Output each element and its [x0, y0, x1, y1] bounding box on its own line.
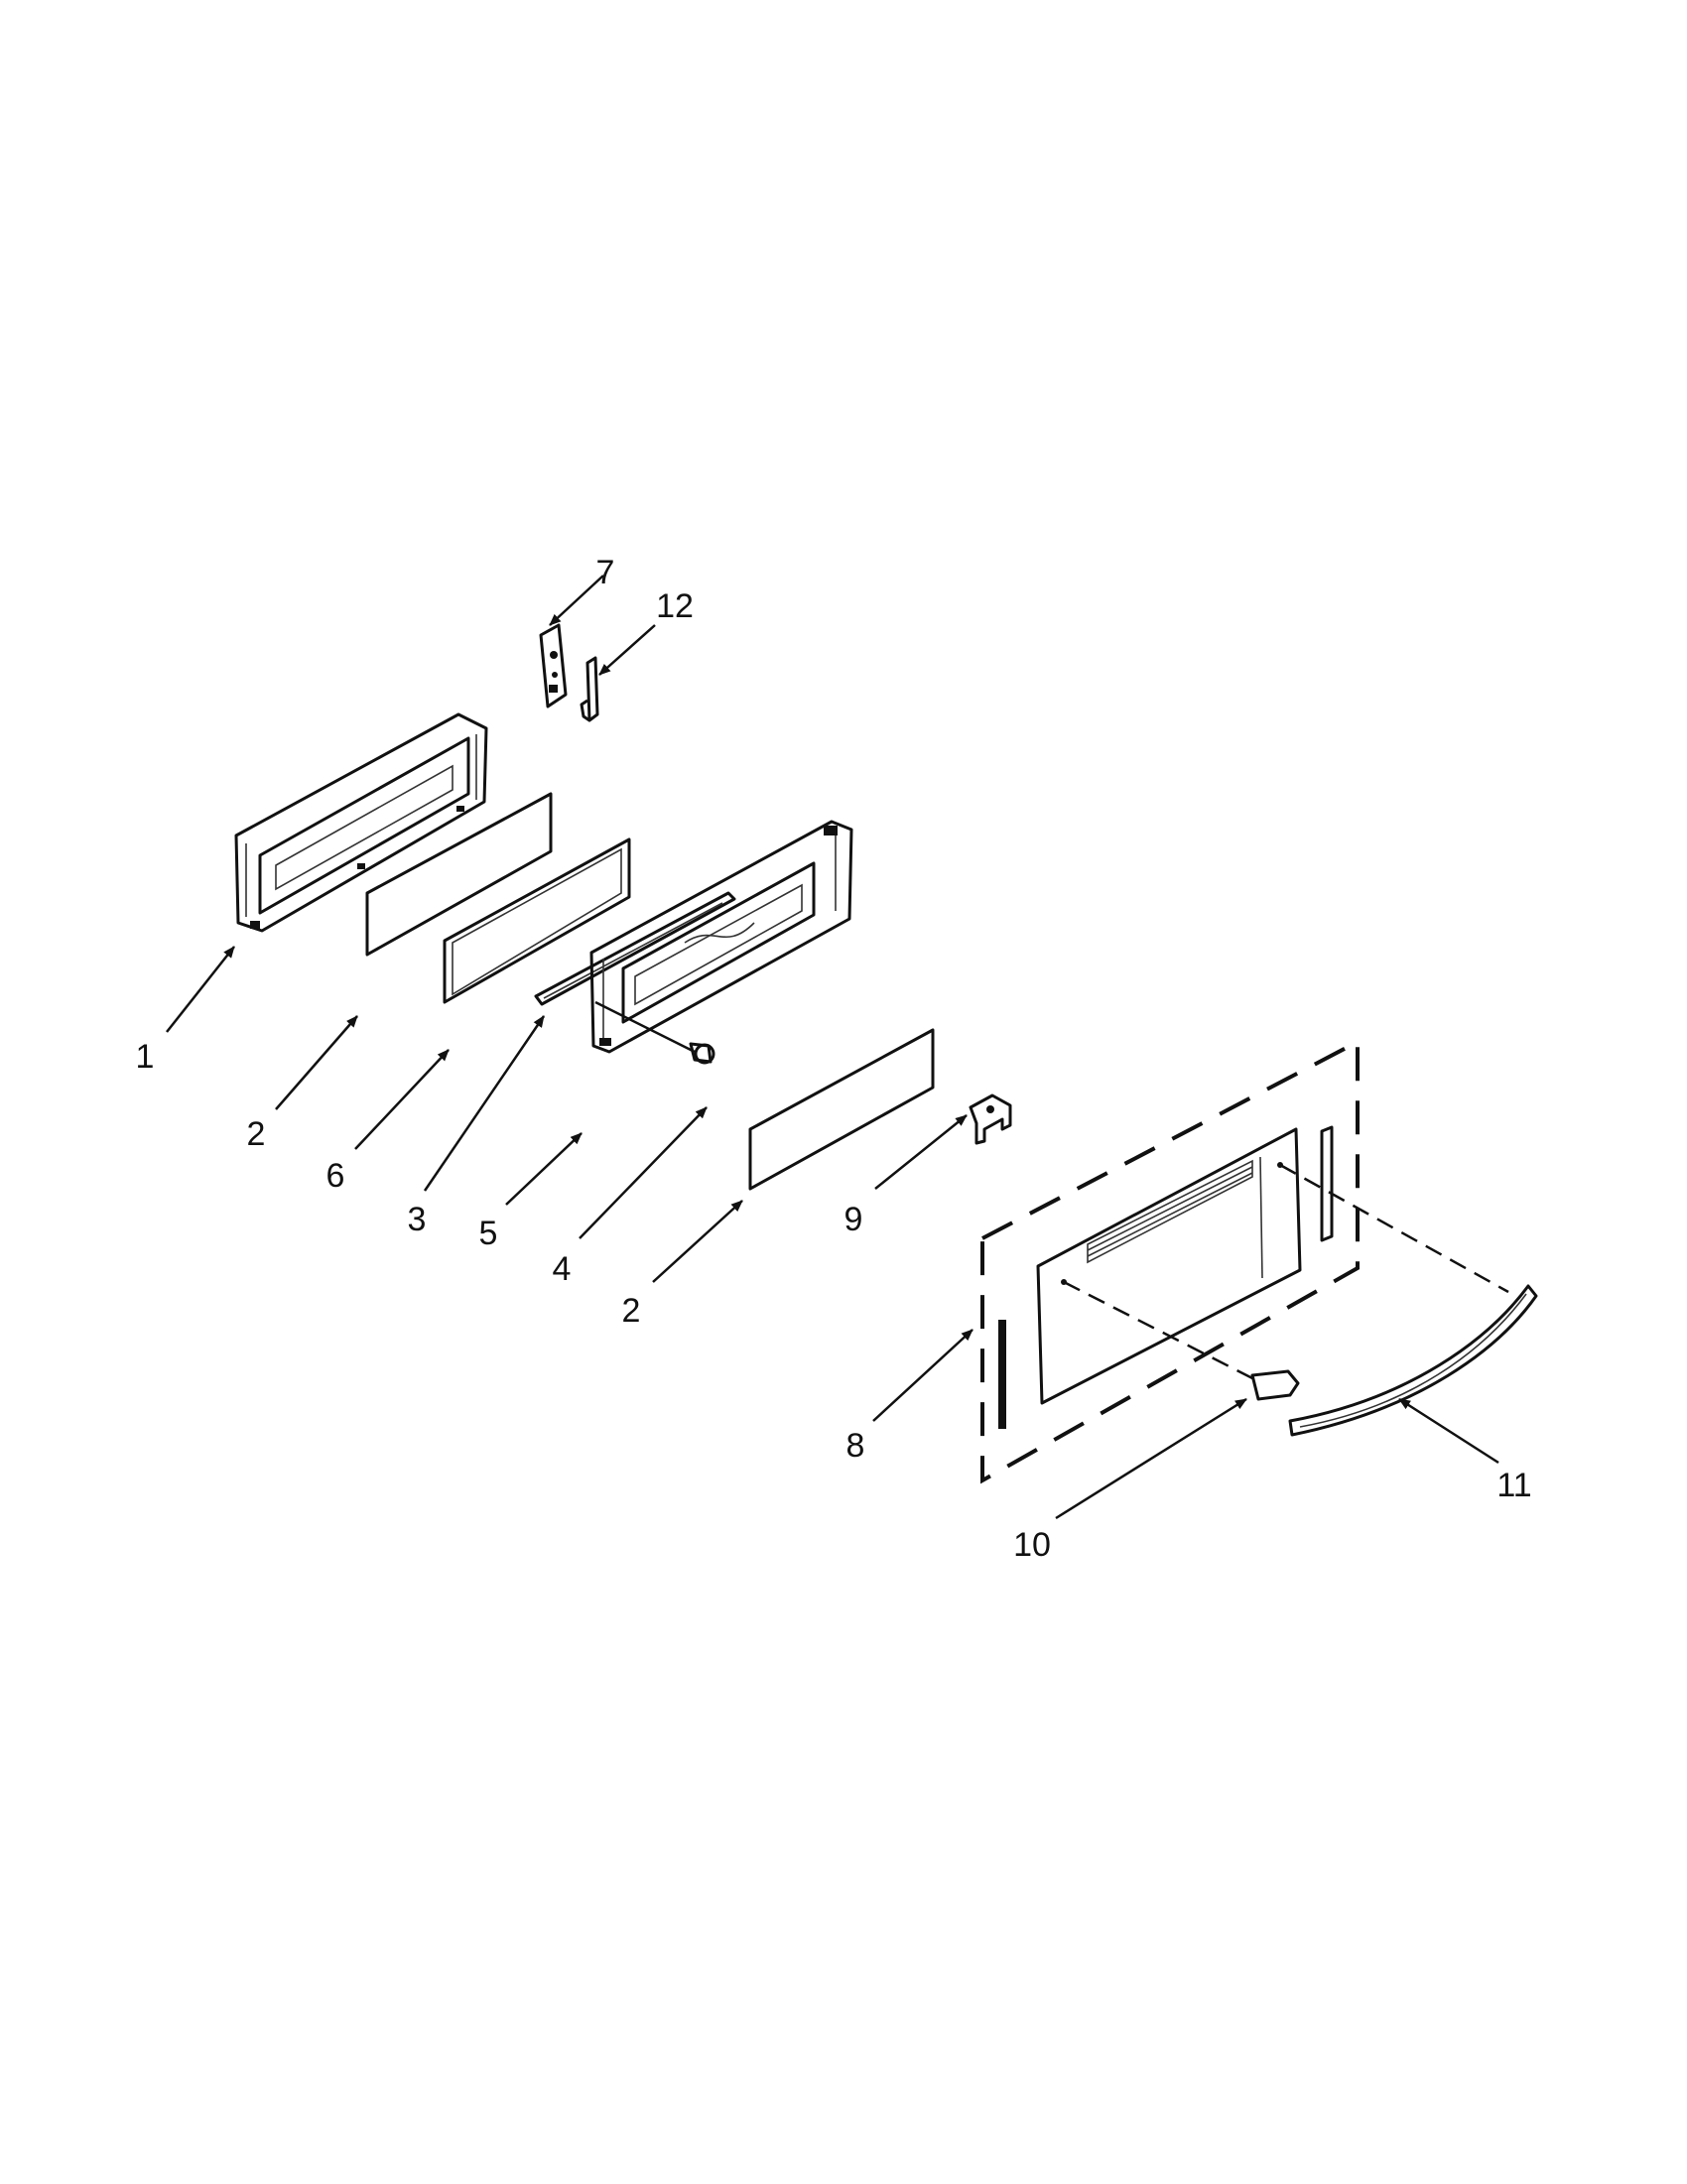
- callout-12: 12: [656, 587, 694, 625]
- door-gasket-part: [443, 837, 631, 1004]
- callout-6: 6: [326, 1157, 345, 1195]
- handle-end-cap-part: [1063, 1280, 1300, 1401]
- hinge-bracket-part: [539, 623, 568, 708]
- callout-2a: 2: [247, 1115, 266, 1153]
- door-liner-part: [589, 820, 853, 1054]
- screw-part: [594, 1000, 715, 1065]
- callout-1: 1: [136, 1038, 155, 1076]
- callout-11: 11: [1496, 1467, 1531, 1504]
- handle-part: [1279, 1163, 1538, 1437]
- glass-panel-lower-part: [748, 1028, 935, 1191]
- hinge-pin-part: [580, 656, 599, 722]
- outer-door-panel-part: [980, 1038, 1360, 1484]
- callout-7: 7: [596, 554, 615, 591]
- callout-2b: 2: [622, 1292, 641, 1330]
- leader-arrows: [166, 575, 1499, 1520]
- inner-door-frame-part: [234, 712, 488, 933]
- clip-part: [969, 1093, 1012, 1145]
- glass-panel-upper-part: [365, 792, 553, 957]
- callout-9: 9: [844, 1201, 863, 1238]
- callout-4: 4: [553, 1250, 572, 1288]
- callout-3: 3: [408, 1201, 427, 1238]
- trim-strip-part: [534, 891, 736, 1006]
- callout-5: 5: [479, 1215, 498, 1252]
- callout-10: 10: [1013, 1526, 1051, 1564]
- callout-8: 8: [846, 1427, 865, 1465]
